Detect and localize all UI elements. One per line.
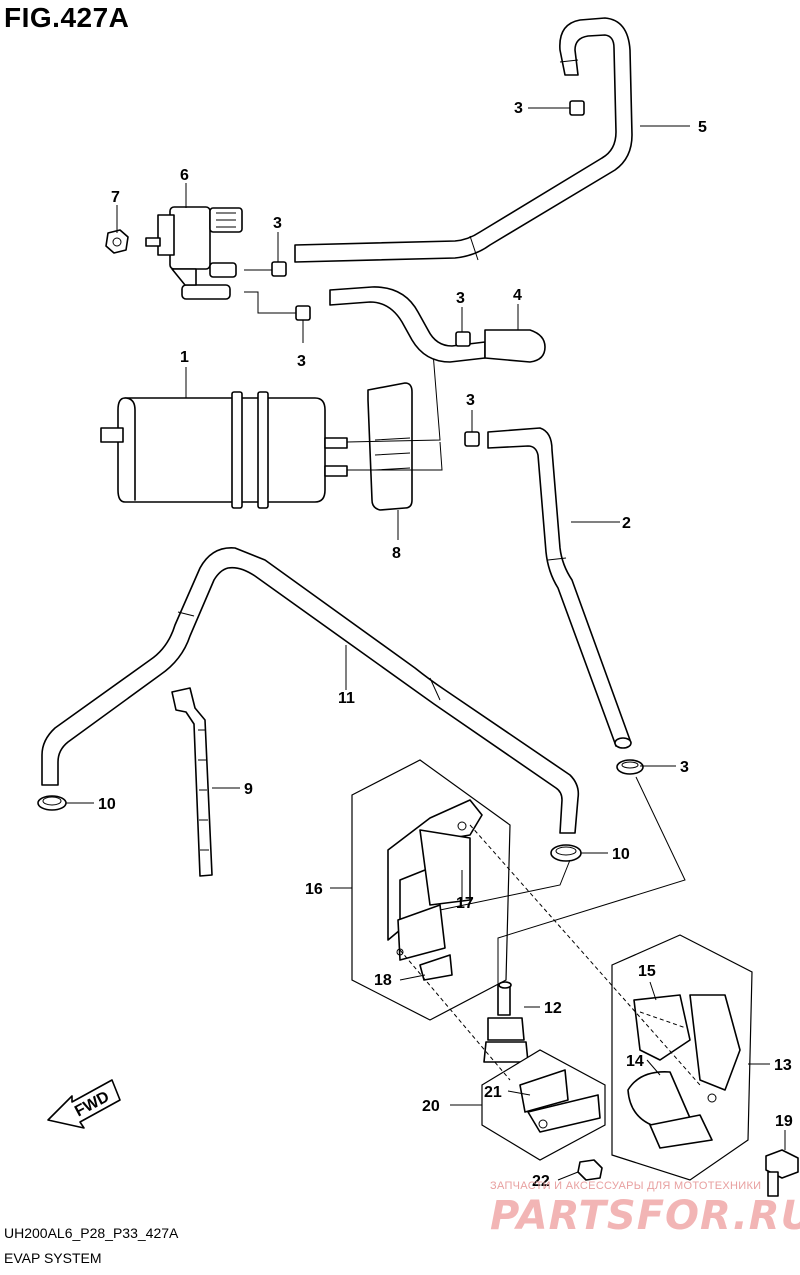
clamp-3-set[interactable]: [271, 100, 585, 447]
callout-13: 13: [774, 1057, 792, 1074]
callout-4: 4: [513, 287, 522, 304]
callout-16: 16: [305, 881, 323, 898]
callout-9: 9: [244, 781, 253, 798]
bolt-19[interactable]: [765, 1149, 799, 1197]
callout-3: 3: [514, 100, 523, 117]
callout-7: 7: [111, 189, 120, 206]
callout-1: 1: [180, 349, 189, 366]
callout-10: 10: [612, 846, 630, 863]
callout-3: 3: [456, 290, 465, 307]
nut-7[interactable]: [105, 229, 129, 254]
callout-6: 6: [180, 167, 189, 184]
figure-title: FIG.427A: [4, 2, 130, 33]
solenoid-valve-6[interactable]: [145, 206, 243, 300]
hose-2[interactable]: [487, 427, 632, 749]
system-name: EVAP SYSTEM: [4, 1250, 102, 1266]
callout-14: 14: [626, 1053, 644, 1070]
callout-10: 10: [98, 796, 116, 813]
bracket-group-13[interactable]: [611, 934, 753, 1181]
grommet-12[interactable]: [483, 981, 529, 1063]
callout-12: 12: [544, 1000, 562, 1017]
callout-3: 3: [680, 759, 689, 776]
callout-17: 17: [456, 895, 474, 912]
watermark-logo: PARTSFOR.RU: [490, 1193, 800, 1239]
callout-21: 21: [484, 1084, 502, 1101]
callout-18: 18: [374, 972, 392, 989]
callout-2: 2: [622, 515, 631, 532]
clamp-10-right[interactable]: [550, 844, 582, 862]
bracket-group-20[interactable]: [481, 1049, 606, 1161]
cable-tie-9[interactable]: [171, 687, 213, 877]
callout-5: 5: [698, 119, 707, 136]
bracket-group-16[interactable]: [351, 759, 511, 1021]
callout-19: 19: [775, 1113, 793, 1130]
callout-labels: 6 7 3 3 5 3 3 4 1 3 2 8 11 3 9 10 10 16 …: [98, 100, 793, 1190]
watermark-tagline: ЗАПЧАСТИ И АКСЕССУАРЫ ДЛЯ МОТОТЕХНИКИ: [490, 1180, 762, 1192]
callout-11: 11: [338, 690, 355, 707]
leader-lines: [66, 107, 786, 1181]
callout-20: 20: [422, 1098, 440, 1115]
clamp-3-lower[interactable]: [616, 759, 644, 775]
callout-3: 3: [273, 215, 282, 232]
callout-15: 15: [638, 963, 656, 980]
bracket-8[interactable]: [367, 382, 413, 511]
clamp-10-left[interactable]: [37, 795, 67, 811]
hose-5[interactable]: [294, 17, 633, 263]
callout-22: 22: [532, 1173, 550, 1190]
callout-8: 8: [392, 545, 401, 562]
figure-code: UH200AL6_P28_P33_427A: [4, 1225, 179, 1241]
fwd-arrow-icon: FWD: [47, 1079, 121, 1129]
callout-3: 3: [466, 392, 475, 409]
canister-1[interactable]: [100, 391, 348, 509]
hose-4[interactable]: [329, 286, 546, 363]
hose-11[interactable]: [41, 547, 580, 834]
screw-22[interactable]: [577, 1159, 603, 1181]
callout-3: 3: [297, 353, 306, 370]
